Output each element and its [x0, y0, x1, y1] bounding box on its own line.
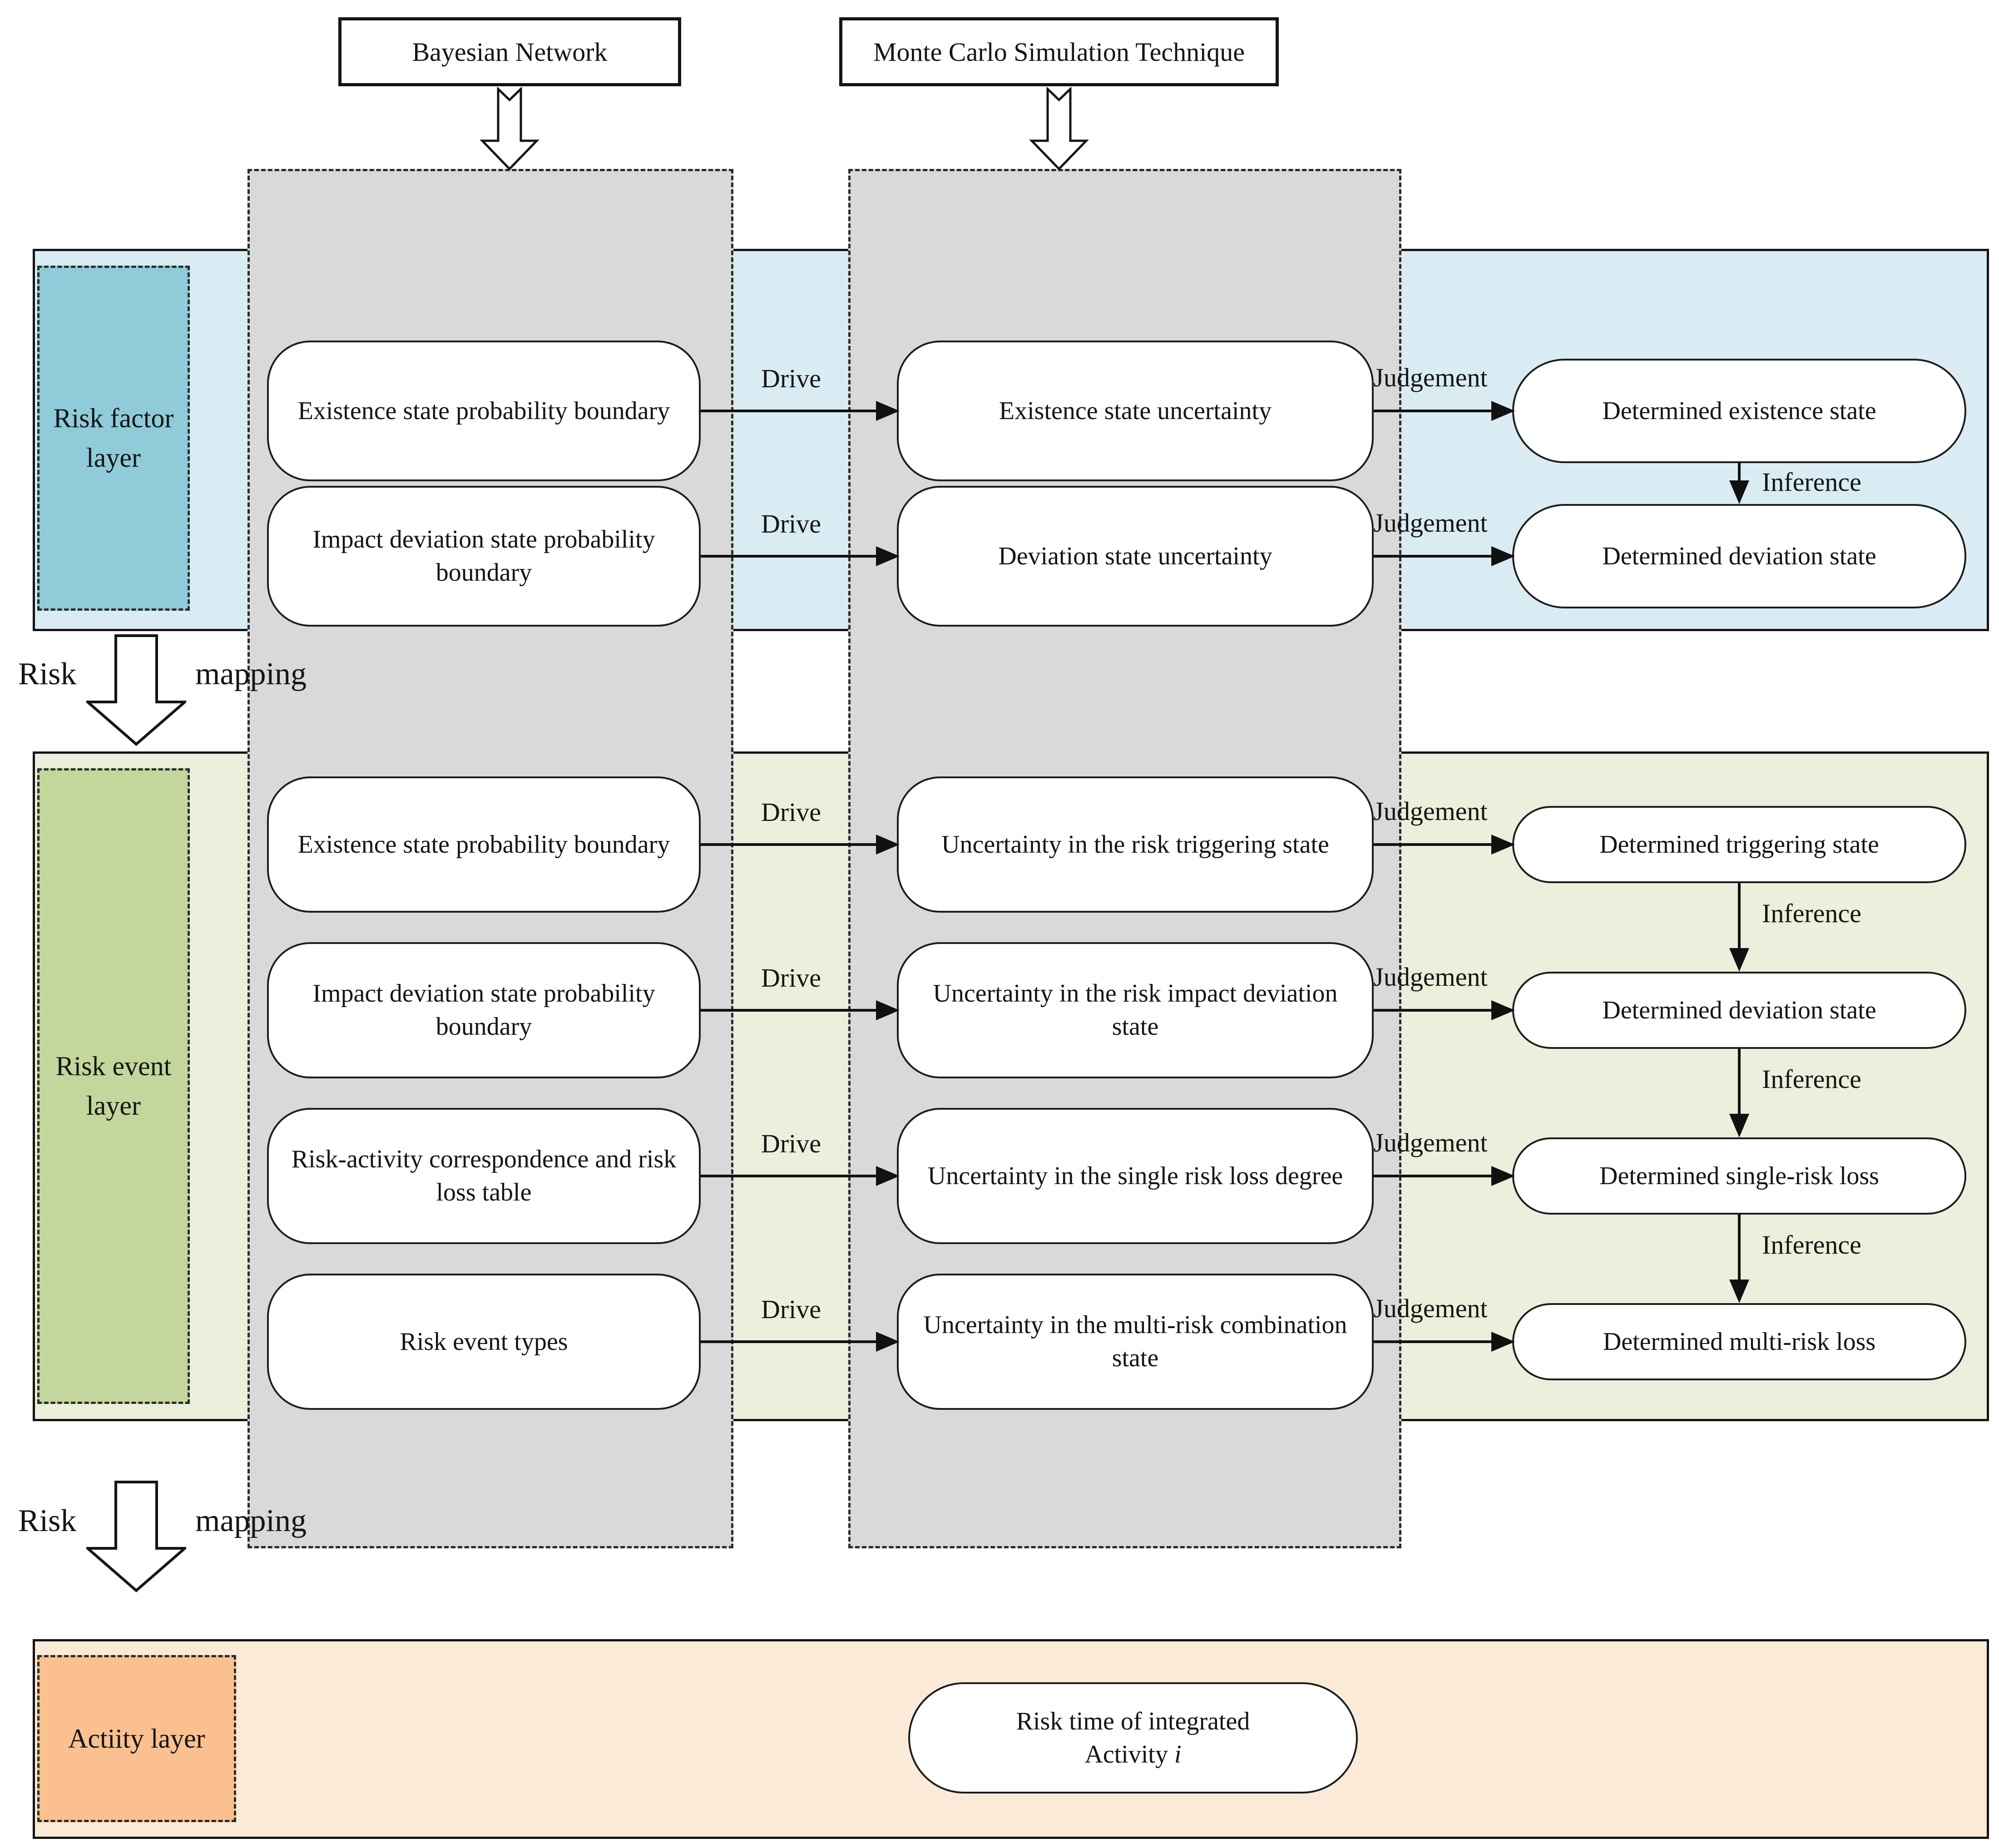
- risk-mapping-2-risk: Risk: [18, 1503, 77, 1538]
- drive-arrow-5: [701, 1175, 876, 1177]
- judgement-arrowhead-3: [1491, 835, 1515, 855]
- node-determined-deviation-state-1: Determined deviation state: [1512, 504, 1966, 608]
- drive-arrow-1: [701, 410, 876, 412]
- activity-layer-label: Actiity layer: [37, 1655, 236, 1822]
- node-risk-event-types: Risk event types: [267, 1274, 701, 1410]
- judgement-arrow-4: [1374, 1009, 1491, 1012]
- judgement-label-6: Judgement: [1373, 1294, 1488, 1323]
- inference-arrowhead-3: [1729, 1114, 1749, 1137]
- monte-carlo-down-arrow-icon: [1029, 87, 1089, 171]
- inference-arrow-1: [1738, 463, 1741, 483]
- judgement-label-1: Judgement: [1373, 363, 1488, 392]
- node-determined-triggering-state: Determined triggering state: [1512, 806, 1966, 883]
- node-risk-time-integrated-activity: Risk time of integrated Activity i: [908, 1682, 1358, 1794]
- inference-label-2: Inference: [1762, 899, 1861, 928]
- node-multi-risk-uncertainty: Uncertainty in the multi-risk combinatio…: [897, 1274, 1374, 1410]
- risk-mapping-1-mapping: mapping: [195, 657, 307, 692]
- inference-arrow-2: [1738, 883, 1741, 948]
- judgement-arrow-3: [1374, 843, 1491, 846]
- judgement-label-3: Judgement: [1373, 796, 1488, 826]
- drive-arrowhead-3: [876, 835, 900, 855]
- bayesian-down-arrow-icon: [480, 87, 539, 171]
- judgement-arrow-5: [1374, 1175, 1491, 1177]
- risk-mapping-1-risk: Risk: [18, 657, 77, 692]
- drive-arrowhead-2: [876, 546, 900, 566]
- inference-arrowhead-2: [1729, 948, 1749, 972]
- inference-arrow-4: [1738, 1215, 1741, 1280]
- drive-label-6: Drive: [761, 1295, 821, 1324]
- bayesian-network-box: Bayesian Network: [338, 17, 681, 86]
- judgement-label-5: Judgement: [1373, 1128, 1488, 1157]
- risk-event-layer-label: Risk event layer: [37, 768, 190, 1404]
- inference-arrowhead-1: [1729, 480, 1749, 504]
- drive-arrow-3: [701, 843, 876, 846]
- monte-carlo-box: Monte Carlo Simulation Technique: [839, 17, 1279, 86]
- node-existence-boundary-2: Existence state probability boundary: [267, 776, 701, 913]
- risk-factor-layer-label: Risk factor layer: [37, 266, 190, 611]
- activity-node-line2: Activity i: [1084, 1740, 1182, 1769]
- node-risk-activity-table: Risk-activity correspondence and risk lo…: [267, 1108, 701, 1244]
- node-triggering-uncertainty: Uncertainty in the risk triggering state: [897, 776, 1374, 913]
- node-deviation-uncertainty: Deviation state uncertainty: [897, 486, 1374, 627]
- node-determined-single-risk-loss: Determined single-risk loss: [1512, 1137, 1966, 1215]
- node-existence-uncertainty: Existence state uncertainty: [897, 341, 1374, 481]
- node-single-risk-loss-uncertainty: Uncertainty in the single risk loss degr…: [897, 1108, 1374, 1244]
- activity-node-line1: Risk time of integrated: [1016, 1707, 1250, 1735]
- inference-label-4: Inference: [1762, 1230, 1861, 1260]
- drive-arrowhead-1: [876, 401, 900, 421]
- judgement-label-4: Judgement: [1373, 962, 1488, 992]
- drive-label-5: Drive: [761, 1129, 821, 1158]
- judgement-arrow-6: [1374, 1340, 1491, 1343]
- judgement-arrowhead-1: [1491, 401, 1515, 421]
- drive-label-3: Drive: [761, 797, 821, 827]
- drive-arrow-2: [701, 555, 876, 558]
- node-determined-deviation-state-2: Determined deviation state: [1512, 972, 1966, 1049]
- judgement-arrowhead-5: [1491, 1166, 1515, 1186]
- drive-arrow-6: [701, 1340, 876, 1343]
- inference-label-1: Inference: [1762, 467, 1861, 497]
- risk-mapping-2-mapping: mapping: [195, 1503, 307, 1538]
- drive-label-4: Drive: [761, 963, 821, 993]
- activity-index-var: i: [1174, 1740, 1182, 1769]
- risk-mapping-2-arrow-icon: [86, 1481, 186, 1592]
- judgement-arrowhead-4: [1491, 1000, 1515, 1020]
- node-impact-deviation-boundary-1: Impact deviation state probability bound…: [267, 486, 701, 627]
- drive-arrow-4: [701, 1009, 876, 1012]
- drive-arrowhead-5: [876, 1166, 900, 1186]
- inference-label-3: Inference: [1762, 1064, 1861, 1094]
- judgement-arrow-2: [1374, 555, 1491, 558]
- judgement-arrowhead-6: [1491, 1332, 1515, 1352]
- node-impact-deviation-boundary-2: Impact deviation state probability bound…: [267, 942, 701, 1078]
- judgement-arrowhead-2: [1491, 546, 1515, 566]
- node-determined-multi-risk-loss: Determined multi-risk loss: [1512, 1303, 1966, 1380]
- inference-arrowhead-4: [1729, 1280, 1749, 1303]
- drive-label-2: Drive: [761, 509, 821, 539]
- risk-mapping-1-arrow-icon: [86, 634, 186, 746]
- inference-arrow-3: [1738, 1049, 1741, 1114]
- judgement-arrow-1: [1374, 410, 1491, 412]
- judgement-label-2: Judgement: [1373, 508, 1488, 538]
- drive-arrowhead-4: [876, 1000, 900, 1020]
- node-existence-boundary-1: Existence state probability boundary: [267, 341, 701, 481]
- node-impact-deviation-uncertainty: Uncertainty in the risk impact deviation…: [897, 942, 1374, 1078]
- drive-label-1: Drive: [761, 364, 821, 393]
- node-determined-existence-state: Determined existence state: [1512, 359, 1966, 463]
- drive-arrowhead-6: [876, 1332, 900, 1352]
